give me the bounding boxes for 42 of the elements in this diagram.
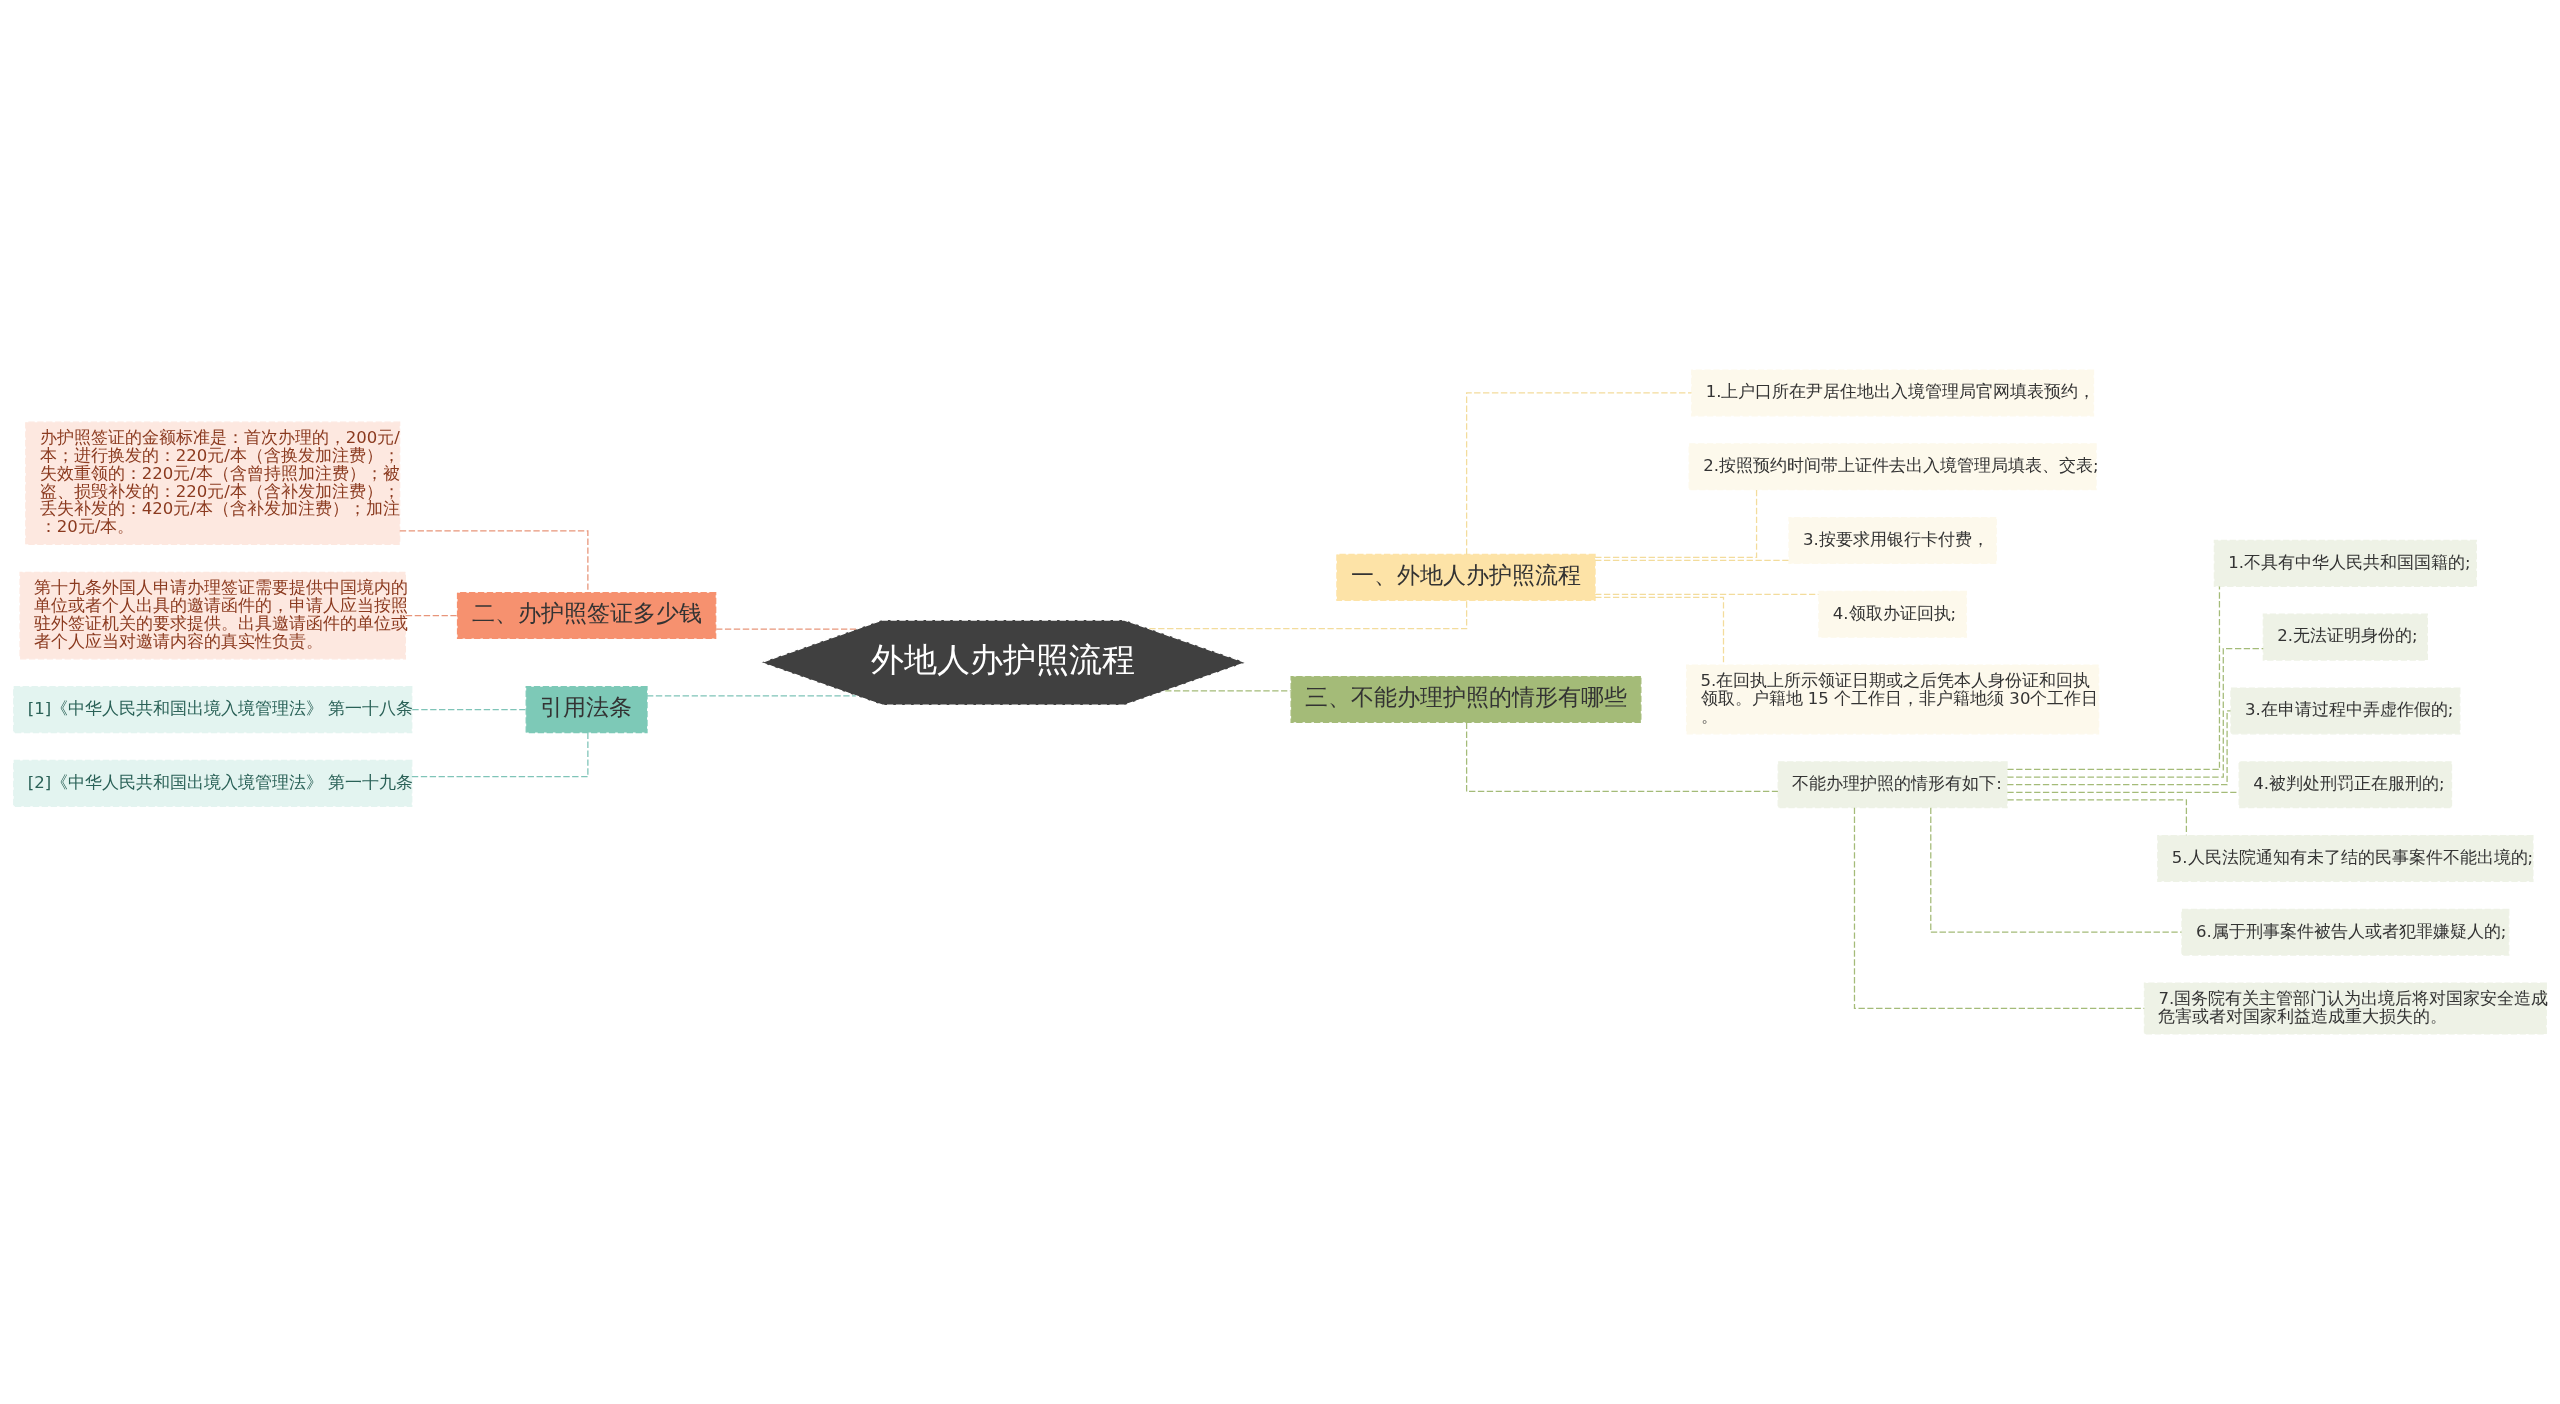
connector bbox=[399, 530, 589, 594]
node-box: 2.按照预约时间带上证件去出入境管理局填表、交表; bbox=[1688, 443, 2097, 491]
connector bbox=[2006, 586, 2221, 771]
node-box: 1.不具有中华人民共和国国籍的; bbox=[2213, 539, 2477, 587]
node-box: [2]《中华人民共和国出境入境管理法》 第一十九条 bbox=[13, 759, 413, 807]
node-box: 办护照签证的金额标准是：首次办理的，200元/本；进行换发的：220元/本（含换发加注费）；失效重领的：220元/本（含曾持照加注费）；被盗、损毁补发的：220元/本（含补发加注费）；丢失补发的：420元/本（含补发加注费）；加注：20元/本。 bbox=[25, 421, 401, 545]
connector bbox=[1164, 690, 1292, 692]
connector bbox=[2006, 710, 2232, 786]
node-box: 不能办理护照的情形有如下: bbox=[1777, 761, 2008, 809]
node-box: [1]《中华人民共和国出境入境管理法》 第一十八条 bbox=[13, 686, 413, 734]
node-box: 一、外地人办护照流程 bbox=[1336, 553, 1596, 601]
node-box: 引用法条 bbox=[525, 686, 648, 734]
connector bbox=[1594, 593, 1820, 595]
connector bbox=[1594, 596, 1725, 666]
connector bbox=[2006, 647, 2264, 778]
connector bbox=[1930, 807, 2183, 933]
connector bbox=[405, 614, 458, 617]
connector bbox=[2006, 799, 2188, 836]
connector bbox=[646, 695, 857, 697]
node-box: 5.在回执上所示领证日期或之后凭本人身份证和回执领取。户籍地 15 个工作日，非户籍地须 30个工作日。 bbox=[1686, 664, 2100, 735]
connector bbox=[1466, 392, 1693, 556]
node-box: 三、不能办理护照的情形有哪些 bbox=[1290, 675, 1642, 723]
node-box: 7.国务院有关主管部门认为出境后将对国家安全造成危害或者对国家利益造成重大损失的。 bbox=[2143, 982, 2547, 1035]
connector bbox=[715, 628, 857, 630]
node-box: 3.在申请过程中弄虚作假的; bbox=[2230, 687, 2461, 735]
node-box: 4.领取办证回执; bbox=[1818, 590, 1968, 638]
node-box: 6.属于刑事案件被告人或者犯罪嫌疑人的; bbox=[2181, 908, 2510, 956]
node-box: 4.被判处刑罚正在服刑的; bbox=[2238, 761, 2453, 809]
node-box: 3.按要求用银行卡付费， bbox=[1788, 516, 1997, 564]
node-box: 2.无法证明身份的; bbox=[2262, 613, 2428, 661]
connector bbox=[411, 732, 589, 778]
connector bbox=[2006, 791, 2240, 793]
node-box: 5.人民法院通知有未了结的民事案件不能出境的; bbox=[2157, 834, 2534, 882]
connector bbox=[1594, 559, 1790, 562]
connector bbox=[1148, 599, 1468, 630]
connector bbox=[411, 709, 527, 711]
connector bbox=[1594, 489, 1758, 559]
node-box: 第十九条外国人申请办理签证需要提供中国境内的单位或者个人出具的邀请函件的，申请人应当按照驻外签证机关的要求提供。出具邀请函件的单位或者个人应当对邀请内容的真实性负责。 bbox=[19, 571, 407, 660]
connector bbox=[1853, 807, 2145, 1010]
node-box: 二、办护照签证多少钱 bbox=[456, 592, 717, 640]
connector bbox=[1466, 722, 1779, 793]
node-box: 1.上户口所在尹居住地出入境管理局官网填表预约， bbox=[1691, 369, 2095, 417]
